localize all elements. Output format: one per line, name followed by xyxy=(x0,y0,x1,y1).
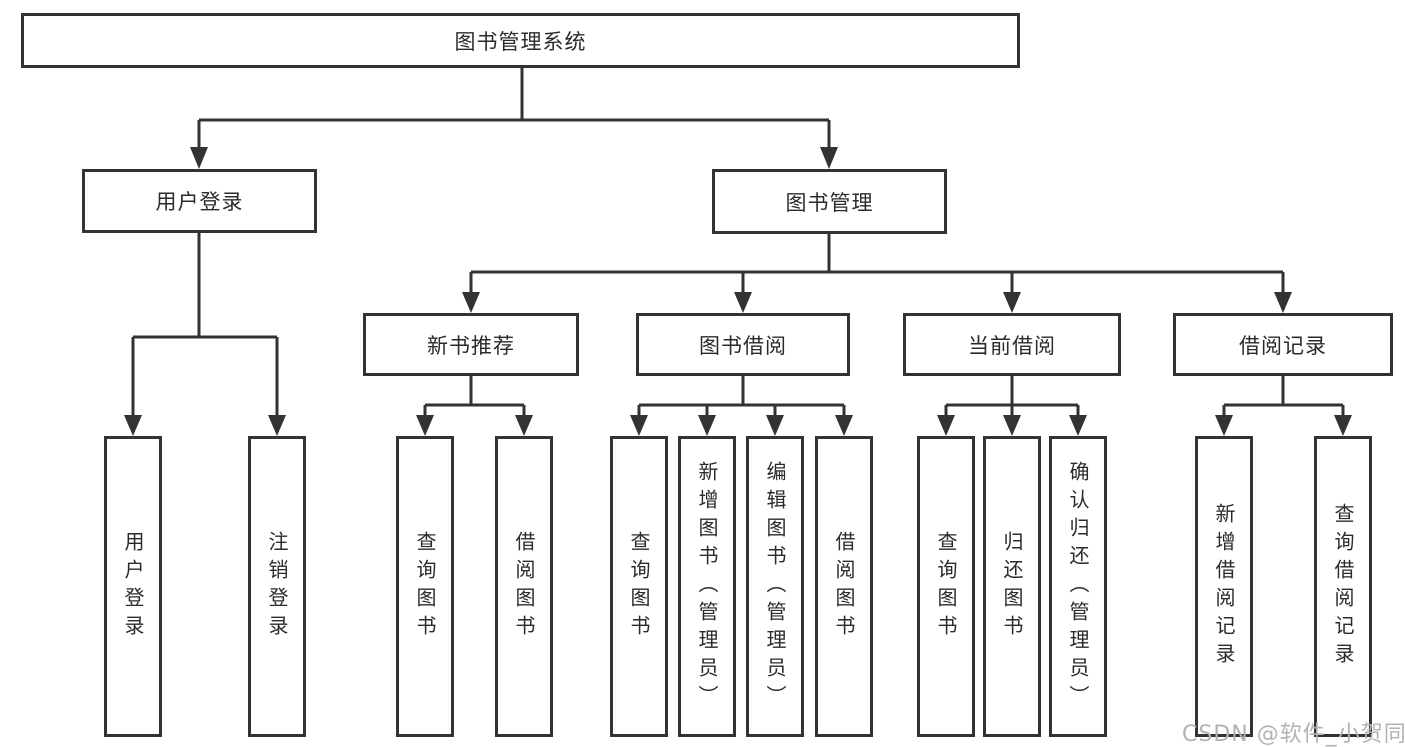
leaf-node-borrow-books: 借阅图书 xyxy=(815,436,873,737)
arrowheads xyxy=(124,147,1352,436)
leaf-node-confirm-return-admin: 确认归还（管理员） xyxy=(1049,436,1107,737)
connector-new-book-subtree xyxy=(423,376,526,418)
leaf-node-label: 确认归还（管理员） xyxy=(1066,460,1090,713)
branch-node-label: 图书管理 xyxy=(785,190,874,215)
leaf-node-label: 查询图书 xyxy=(627,530,651,643)
group-node-label: 图书借阅 xyxy=(699,333,787,358)
root-node-label: 图书管理系统 xyxy=(454,29,587,54)
leaf-node-query-borrow-record: 查询借阅记录 xyxy=(1314,436,1372,737)
leaf-node-label: 归还图书 xyxy=(1000,530,1024,643)
group-node-new-book-recommend: 新书推荐 xyxy=(363,313,579,376)
leaf-node-label: 编辑图书（管理员） xyxy=(763,460,787,713)
leaf-node-user-login: 用户登录 xyxy=(104,436,162,737)
group-node-borrow-record: 借阅记录 xyxy=(1173,313,1393,376)
leaf-node-label: 查询图书 xyxy=(934,530,958,643)
leaf-node-label: 借阅图书 xyxy=(832,530,856,643)
leaf-node-query-books-borrow: 查询图书 xyxy=(610,436,668,737)
branch-node-user-login: 用户登录 xyxy=(82,169,317,233)
leaf-node-label: 新增图书（管理员） xyxy=(695,460,719,713)
leaf-node-add-borrow-record: 新增借阅记录 xyxy=(1195,436,1253,737)
leaf-node-logout: 注销登录 xyxy=(248,436,306,737)
leaf-node-label: 用户登录 xyxy=(121,530,145,643)
branch-node-book-management: 图书管理 xyxy=(712,169,947,234)
group-node-label: 借阅记录 xyxy=(1239,333,1327,358)
group-node-book-borrow: 图书借阅 xyxy=(636,313,850,376)
leaf-node-label: 查询图书 xyxy=(413,530,437,643)
connector-current-borrow-subtree xyxy=(944,376,1080,418)
leaf-node-return-books: 归还图书 xyxy=(983,436,1041,737)
leaf-node-add-books-admin: 新增图书（管理员） xyxy=(678,436,736,737)
leaf-node-query-books-current: 查询图书 xyxy=(917,436,975,737)
root-node-library-system: 图书管理系统 xyxy=(21,13,1020,68)
csdn-watermark: CSDN @软件_小贺同学 xyxy=(1182,722,1405,747)
leaf-node-label: 注销登录 xyxy=(265,530,289,643)
branch-node-label: 用户登录 xyxy=(155,190,244,214)
connector-book-management-split xyxy=(469,234,1285,295)
leaf-node-edit-books-admin: 编辑图书（管理员） xyxy=(746,436,804,737)
leaf-node-label: 新增借阅记录 xyxy=(1212,502,1236,671)
group-node-current-borrow: 当前借阅 xyxy=(903,313,1121,376)
connector-borrow-record-subtree xyxy=(1222,376,1345,418)
connector-root-split xyxy=(197,66,831,150)
connector-book-borrow-subtree xyxy=(637,376,846,418)
group-node-label: 当前借阅 xyxy=(968,333,1056,358)
leaf-node-borrow-books-recommend: 借阅图书 xyxy=(495,436,553,737)
connector-user-login-subtree xyxy=(131,233,279,418)
leaf-node-query-books-recommend: 查询图书 xyxy=(396,436,454,737)
leaf-node-label: 查询借阅记录 xyxy=(1331,502,1355,671)
leaf-node-label: 借阅图书 xyxy=(512,530,536,643)
group-node-label: 新书推荐 xyxy=(427,333,515,358)
